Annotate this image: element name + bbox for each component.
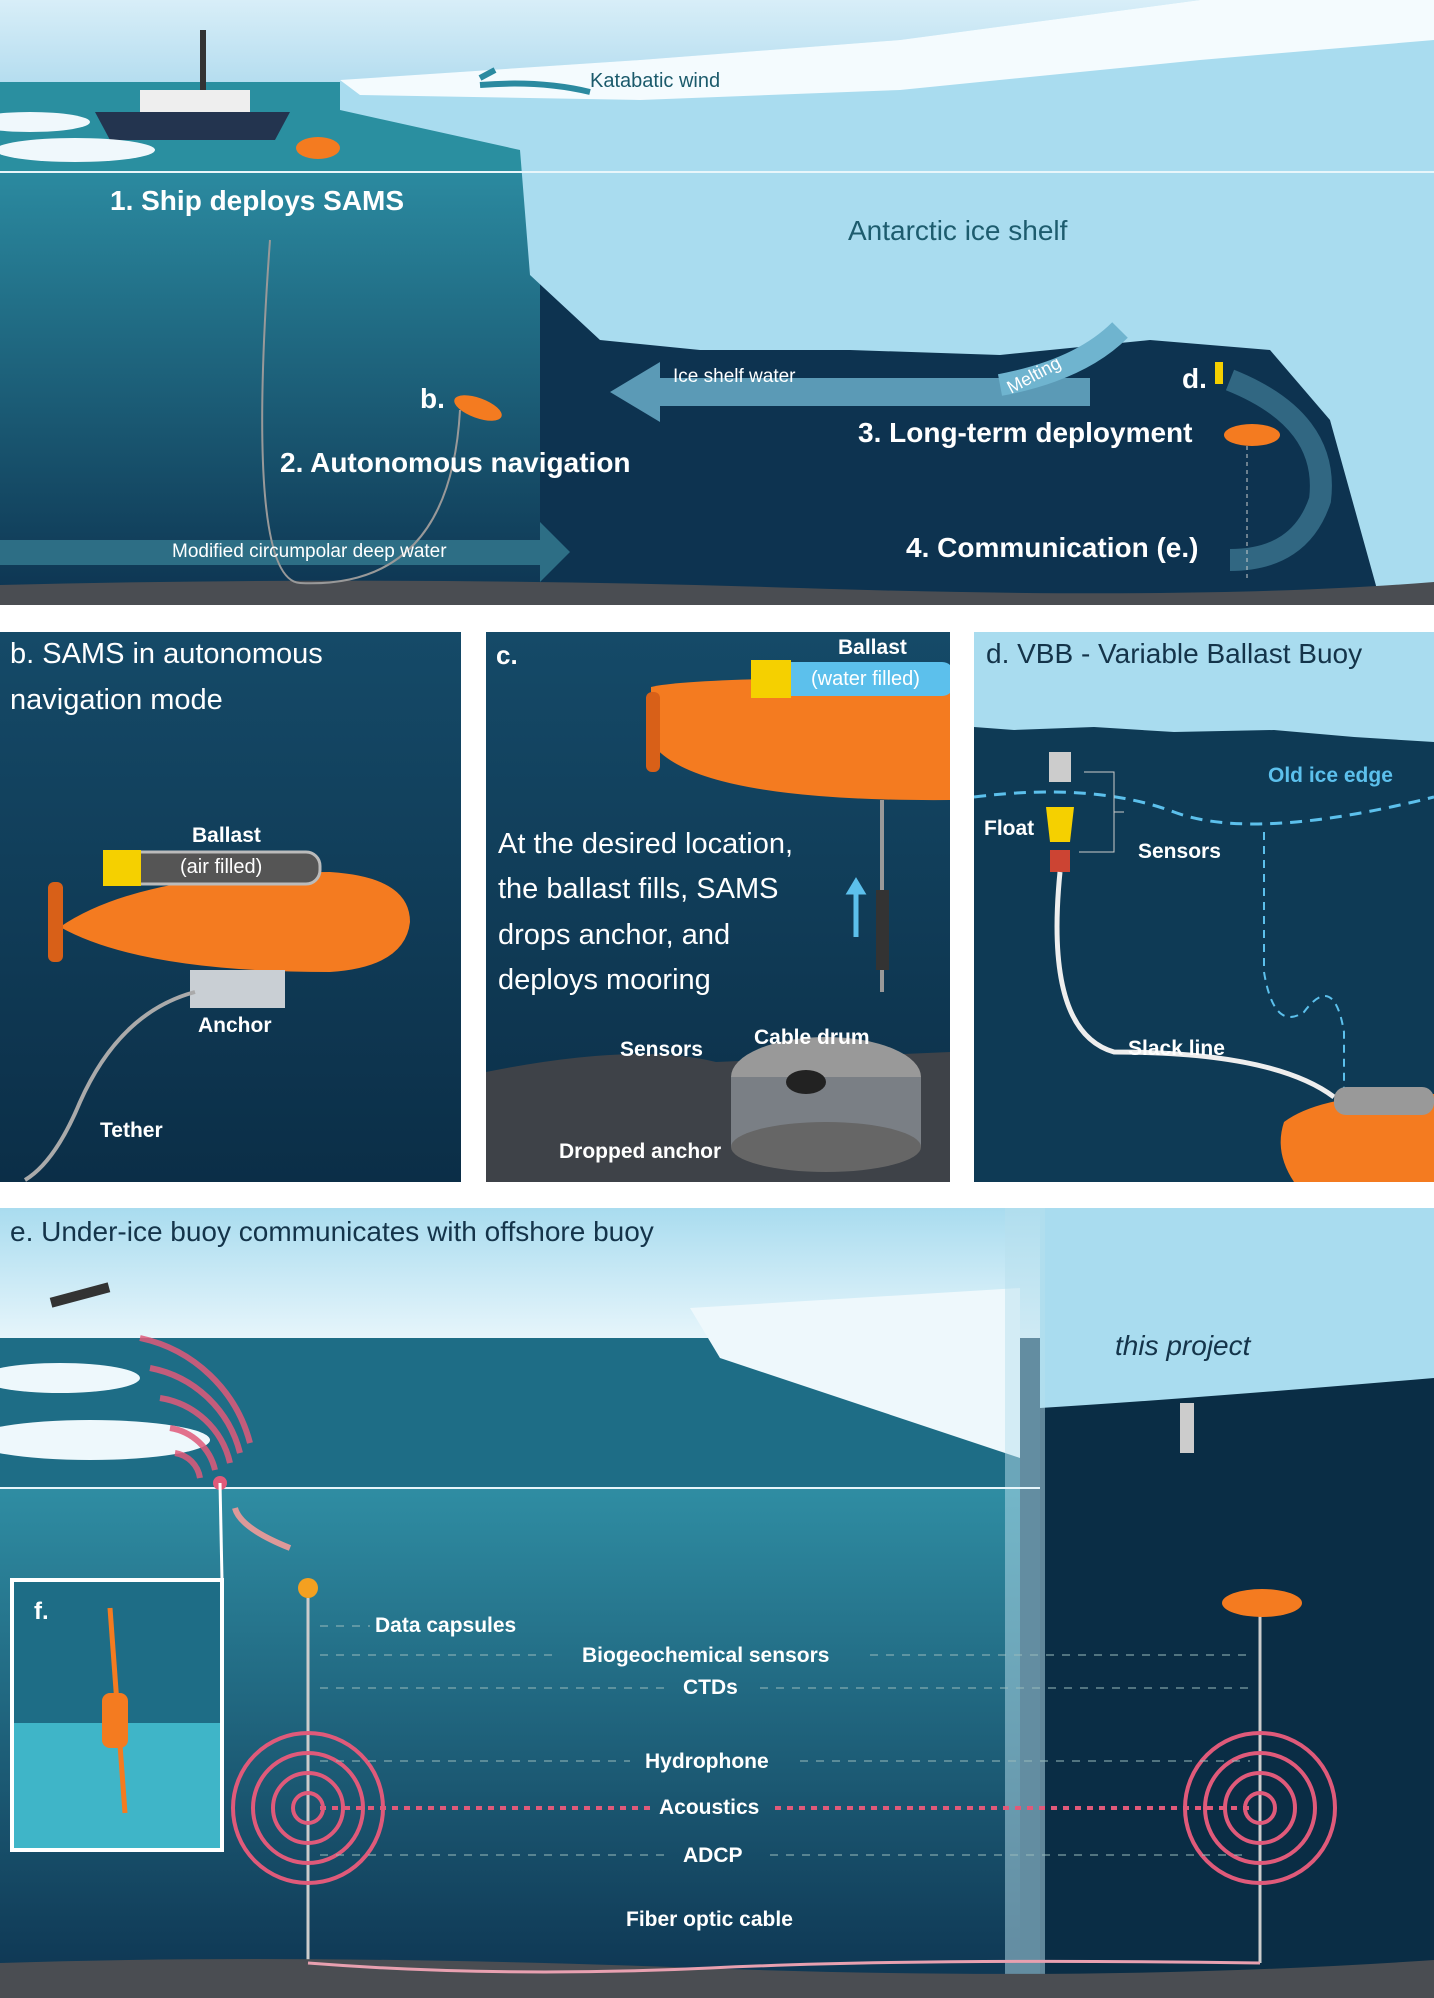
marker-b: b. bbox=[420, 383, 445, 414]
wind-arrow-icon bbox=[478, 67, 591, 95]
panel-d-title: d. VBB - Variable Ballast Buoy bbox=[986, 638, 1363, 669]
iceberg bbox=[690, 1288, 1020, 1458]
sams-hull bbox=[651, 677, 950, 801]
panel-b-title-1: b. SAMS in autonomous bbox=[10, 638, 323, 670]
sensors-label: Sensors bbox=[620, 1038, 703, 1061]
slack-line bbox=[1054, 871, 1336, 1100]
overview-illustration bbox=[0, 0, 1434, 605]
panel-c-text-4: deploys mooring bbox=[498, 964, 711, 996]
transmission-arrow bbox=[232, 1506, 292, 1551]
ice-shelf-label: Antarctic ice shelf bbox=[848, 215, 1068, 246]
panel-c-text-1: At the desired location, bbox=[498, 828, 794, 860]
panel-b: b. SAMS in autonomous navigation mode Ba… bbox=[0, 632, 461, 1182]
panel-c-text-2: the ballast fills, SAMS bbox=[498, 873, 779, 905]
marker-d: d. bbox=[1182, 363, 1207, 394]
ballast-tank bbox=[754, 662, 950, 696]
panel-e-title: e. Under-ice buoy communicates with offs… bbox=[10, 1216, 654, 1247]
anchor-label: Anchor bbox=[198, 1014, 272, 1037]
sensor-icon bbox=[1050, 850, 1070, 872]
adcp-label: ADCP bbox=[683, 1844, 743, 1867]
deep-water-arrow bbox=[0, 522, 570, 582]
melting-arrow bbox=[997, 322, 1128, 396]
inset-f-label: f. bbox=[34, 1598, 49, 1625]
step1-label: 1. Ship deploys SAMS bbox=[110, 185, 405, 216]
step4-label: 4. Communication (e.) bbox=[906, 532, 1199, 563]
panel-c-text-3: drops anchor, and bbox=[498, 919, 731, 951]
panel-c: c. Ballast (water filled) At the desired… bbox=[486, 632, 950, 1182]
data-capsules-label: Data capsules bbox=[375, 1614, 517, 1637]
biogeochemical-label: Biogeochemical sensors bbox=[582, 1644, 830, 1667]
sams-hull bbox=[60, 872, 410, 972]
tether-label: Tether bbox=[100, 1119, 163, 1142]
sams-vehicle-icon bbox=[1222, 1589, 1302, 1617]
ice-shelf bbox=[340, 0, 1434, 600]
slack-line-label: Slack line bbox=[1128, 1037, 1225, 1060]
old-ice-edge-label: Old ice edge bbox=[1268, 764, 1393, 787]
communication-illustration bbox=[0, 1208, 1434, 1998]
old-ice-edge-line bbox=[974, 790, 1434, 826]
overview-panel: Katabatic wind 1. Ship deploys SAMS Anta… bbox=[0, 0, 1434, 605]
this-project-label: this project bbox=[1115, 1330, 1251, 1361]
seafloor bbox=[0, 1959, 1434, 1998]
hydrophone-label: Hydrophone bbox=[645, 1750, 769, 1773]
ballast-label: Ballast bbox=[838, 636, 907, 659]
ballast-state: (water filled) bbox=[811, 668, 920, 690]
fiber-optic-cable bbox=[307, 1959, 1261, 1974]
deep-water-label: Modified circumpolar deep water bbox=[172, 541, 447, 562]
ctds-label: CTDs bbox=[683, 1676, 738, 1699]
sams-vehicle-icon bbox=[1224, 424, 1280, 446]
katabatic-wind-label: Katabatic wind bbox=[590, 70, 721, 92]
anchor-block bbox=[190, 970, 285, 1008]
ice-shelf-water-arrow bbox=[610, 362, 1090, 422]
radio-waves bbox=[139, 1335, 253, 1479]
panel-d: d. VBB - Variable Ballast Buoy Old ice e… bbox=[974, 632, 1434, 1182]
vbb-icon bbox=[1215, 362, 1223, 384]
step3-label: 3. Long-term deployment bbox=[858, 417, 1193, 448]
dropped-anchor-label: Dropped anchor bbox=[559, 1140, 722, 1163]
hatched-divider bbox=[1005, 1208, 1045, 1998]
up-arrow-icon bbox=[845, 877, 867, 937]
tether-line bbox=[261, 239, 461, 585]
leader-lines bbox=[320, 1625, 1250, 1856]
sams-vehicle-icon bbox=[454, 395, 502, 421]
sams-hull bbox=[1280, 1093, 1434, 1182]
tether-line bbox=[23, 990, 196, 1182]
sensors-label: Sensors bbox=[1138, 840, 1221, 863]
fiber-label: Fiber optic cable bbox=[626, 1908, 793, 1931]
sams-water-filled-illustration bbox=[486, 660, 950, 1182]
panel-e: e. Under-ice buoy communicates with offs… bbox=[0, 1208, 1434, 1998]
float-icon bbox=[1046, 807, 1074, 842]
ballast-label: Ballast bbox=[192, 824, 261, 847]
satellite-icon bbox=[49, 1282, 111, 1308]
ice-underside bbox=[974, 632, 1434, 742]
sams-air-filled-illustration bbox=[23, 850, 410, 1182]
sams-vehicle-icon bbox=[296, 137, 340, 159]
cable-drum-label: Cable drum bbox=[754, 1026, 870, 1049]
ballast-state: (air filled) bbox=[180, 856, 263, 878]
vbb-illustration bbox=[974, 632, 1434, 1182]
seafloor bbox=[0, 580, 1434, 605]
panel-c-title: c. bbox=[496, 640, 518, 670]
step2-label: 2. Autonomous navigation bbox=[280, 447, 631, 478]
panel-b-title-2: navigation mode bbox=[10, 684, 223, 716]
acoustics-label: Acoustics bbox=[659, 1796, 760, 1819]
ship-icon bbox=[95, 30, 290, 140]
ice-shelf-water-label: Ice shelf water bbox=[673, 366, 796, 387]
float-label: Float bbox=[984, 817, 1035, 840]
